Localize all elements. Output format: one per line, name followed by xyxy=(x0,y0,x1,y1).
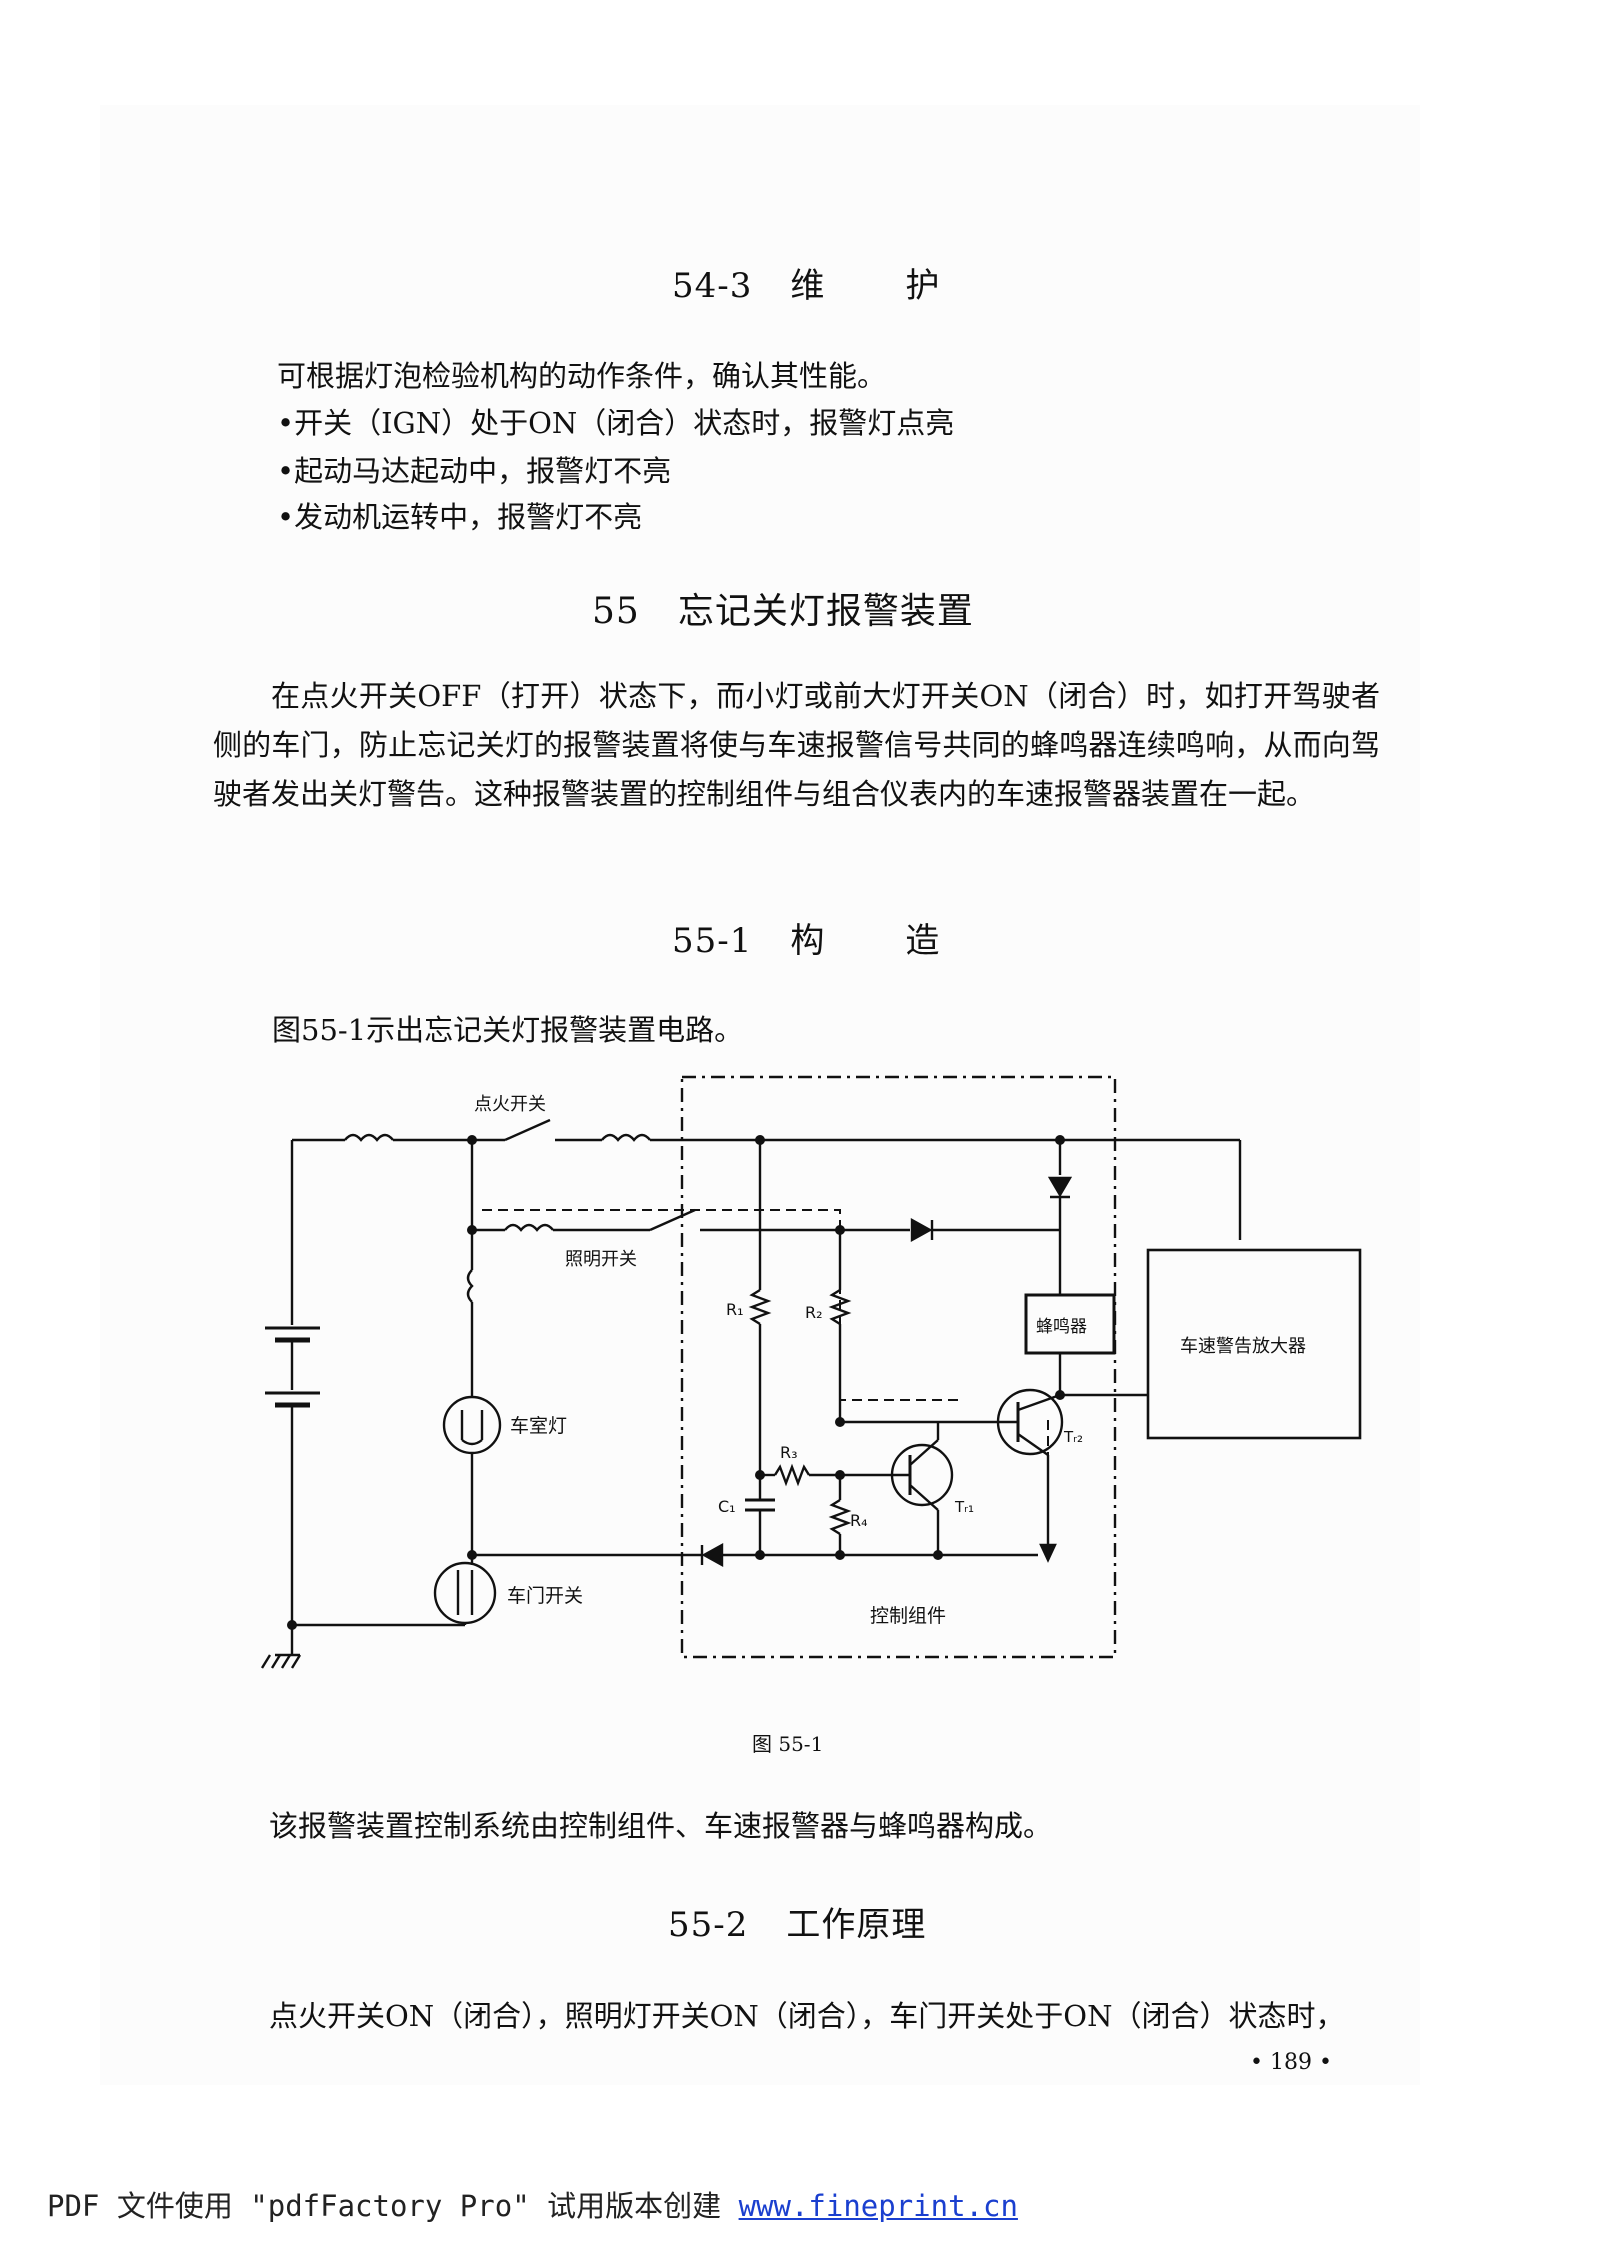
door-switch-label: 车门开关 xyxy=(507,1585,583,1607)
section-number: 55-1 xyxy=(672,921,753,961)
section-54-3-heading: 54-3 维 护 xyxy=(672,258,940,307)
maintenance-line: •起动马达起动中，报警灯不亮 xyxy=(277,454,672,488)
last-line: 点火开关ON（闭合），照明灯开关ON（闭合），车门开关处于ON（闭合）状态时， xyxy=(269,1999,1345,2033)
fineprint-link[interactable]: www.fineprint.cn xyxy=(738,2189,1018,2223)
door-switch-icon xyxy=(433,1561,497,1625)
section-55-2-heading: 55-2 工作原理 xyxy=(668,1897,926,1946)
r2-label: R₂ xyxy=(805,1303,823,1322)
intro-paragraph: 在点火开关OFF（打开）状态下，而小灯或前大灯开关ON（闭合）时，如打开驾驶者侧… xyxy=(213,679,1380,811)
tr1-label: Tᵣ₁ xyxy=(954,1498,974,1516)
section-title-part: 造 xyxy=(905,921,941,961)
page-number: • 189 • xyxy=(1250,2050,1332,2075)
control-unit-box xyxy=(680,1075,1117,1659)
section-number: 54-3 xyxy=(672,266,753,306)
fuse-coil xyxy=(344,1133,394,1142)
buzzer-box xyxy=(1024,1293,1116,1355)
maintenance-line: •发动机运转中，报警灯不亮 xyxy=(277,500,643,534)
ignition-switch-blade xyxy=(504,1118,551,1142)
diode-icon xyxy=(701,1542,724,1568)
speed-amp-box xyxy=(1146,1248,1362,1440)
section-title: 工作原理 xyxy=(786,1905,927,1945)
r4-label: R₄ xyxy=(850,1511,868,1530)
footer-text: PDF 文件使用 "pdfFactory Pro" 试用版本创建 xyxy=(47,2189,739,2223)
section-number: 55 xyxy=(592,591,640,632)
lighting-switch-blade xyxy=(649,1208,696,1232)
lighting-switch-label: 照明开关 xyxy=(565,1249,637,1270)
section-title-part: 维 xyxy=(790,266,826,306)
r3-label: R₃ xyxy=(780,1443,798,1462)
dome-light-label: 车室灯 xyxy=(510,1415,567,1437)
control-unit-label: 控制组件 xyxy=(870,1605,946,1627)
speed-amp-label: 车速警告放大器 xyxy=(1180,1336,1306,1357)
figure-intro: 图55-1示出忘记关灯报警装置电路。 xyxy=(272,1013,744,1047)
tr2-label: Tᵣ₂ xyxy=(1063,1428,1083,1446)
maintenance-line: 可根据灯泡检验机构的动作条件，确认其性能。 xyxy=(277,359,887,393)
figure-caption: 图 55-1 xyxy=(752,1732,824,1756)
transistor-tr2-icon xyxy=(996,1388,1064,1456)
section-title-part: 护 xyxy=(905,266,941,306)
diode-icon xyxy=(1047,1176,1073,1198)
section-number: 55-2 xyxy=(668,1905,749,1945)
fuse-coil xyxy=(601,1133,651,1142)
diode-icon xyxy=(910,1217,933,1243)
r1-label: R₁ xyxy=(726,1300,744,1319)
maintenance-line: •开关（IGN）处于ON（闭合）状态时，报警灯点亮 xyxy=(277,406,955,440)
section-title: 忘记关灯报警装置 xyxy=(677,591,974,632)
system-sentence: 该报警装置控制系统由控制组件、车速报警器与蜂鸣器构成。 xyxy=(269,1809,1053,1843)
c1-label: C₁ xyxy=(718,1497,736,1516)
pdf-footer: PDF 文件使用 "pdfFactory Pro" 试用版本创建 www.fin… xyxy=(47,2183,1018,2225)
section-55-1-heading: 55-1 构 造 xyxy=(672,913,940,962)
section-55-heading: 55 忘记关灯报警装置 xyxy=(592,582,974,634)
ignition-switch-label: 点火开关 xyxy=(474,1094,546,1115)
scanned-page xyxy=(100,105,1420,2085)
buzzer-label: 蜂鸣器 xyxy=(1036,1317,1087,1337)
section-title-part: 构 xyxy=(790,921,826,961)
